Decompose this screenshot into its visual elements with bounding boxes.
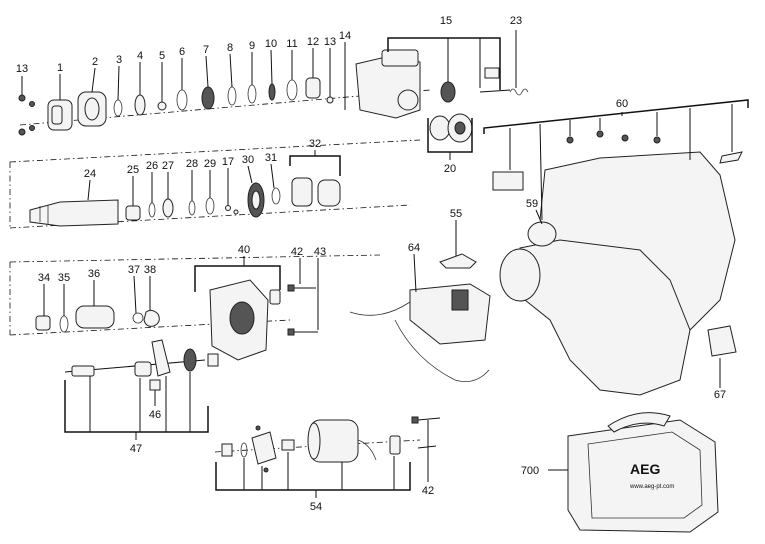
- label-part-15: 15: [440, 15, 452, 27]
- label-part-55: 55: [450, 208, 462, 220]
- label-part-25: 25: [127, 164, 139, 176]
- label-part-37: 37: [128, 264, 140, 276]
- label-part-3: 3: [116, 54, 122, 66]
- wiring-and-switch: [349, 253, 491, 383]
- case-url: www.aeg-pt.com: [629, 484, 674, 490]
- row-1-front-assembly: [18, 49, 529, 143]
- label-part-26: 26: [146, 160, 158, 172]
- label-part-13-left: 13: [16, 63, 28, 75]
- row-2-spindle-assembly: [9, 139, 421, 229]
- label-part-40: 40: [238, 244, 250, 256]
- label-part-2: 2: [92, 56, 98, 68]
- label-part-30: 30: [242, 154, 254, 166]
- label-part-11: 11: [286, 38, 297, 50]
- label-part-1: 1: [57, 62, 63, 74]
- label-part-42-upper: 42: [291, 246, 303, 258]
- label-part-12: 12: [307, 36, 319, 48]
- case-logo: AEG: [630, 461, 660, 477]
- label-part-14: 14: [339, 30, 351, 42]
- carry-case: AEG www.aeg-pt.com: [567, 412, 719, 533]
- label-part-13: 13: [324, 36, 336, 48]
- main-housing: [492, 130, 743, 396]
- leader-lines: [21, 30, 749, 498]
- label-part-10: 10: [265, 38, 277, 50]
- label-part-31: 31: [265, 152, 277, 164]
- label-part-7: 7: [203, 44, 209, 56]
- label-part-17: 17: [222, 156, 234, 168]
- row-3-impact-mechanism: [9, 254, 381, 391]
- label-part-60: 60: [616, 98, 628, 110]
- label-part-54: 54: [310, 501, 322, 513]
- label-part-700: 700: [521, 465, 539, 477]
- label-part-20: 20: [444, 163, 456, 175]
- label-part-35: 35: [58, 272, 70, 284]
- label-part-6: 6: [179, 46, 185, 58]
- label-part-36: 36: [88, 268, 100, 280]
- label-part-46: 46: [149, 409, 161, 421]
- label-part-9: 9: [249, 40, 255, 52]
- label-part-67: 67: [714, 389, 726, 401]
- label-part-5: 5: [159, 50, 165, 62]
- label-part-59: 59: [526, 198, 538, 210]
- label-part-4: 4: [137, 50, 143, 62]
- part-labels: 13 1 2 3 4 5 6 7 8 9 10 11 12 13 14 15 2…: [16, 15, 726, 513]
- label-part-64: 64: [408, 242, 420, 254]
- label-part-27: 27: [162, 160, 174, 172]
- label-part-24: 24: [84, 168, 96, 180]
- label-part-29: 29: [204, 158, 216, 170]
- motor-assembly: [214, 416, 441, 473]
- label-part-47: 47: [130, 443, 142, 455]
- label-part-43: 43: [314, 246, 326, 258]
- label-part-8: 8: [227, 42, 233, 54]
- label-part-23: 23: [510, 15, 522, 27]
- label-part-38: 38: [144, 264, 156, 276]
- label-part-34: 34: [38, 272, 50, 284]
- label-part-28: 28: [186, 158, 198, 170]
- label-part-42-lower: 42: [422, 485, 434, 497]
- label-part-32: 32: [309, 138, 321, 150]
